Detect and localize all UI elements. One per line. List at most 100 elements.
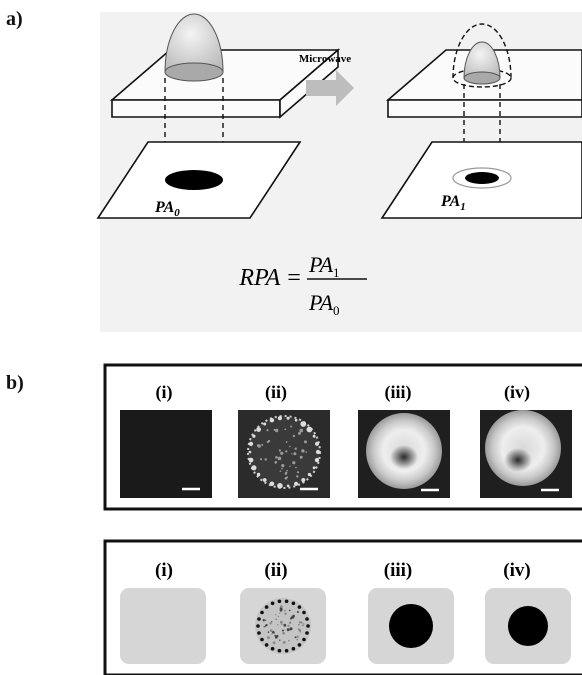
schematic-dot xyxy=(277,615,280,618)
schematic-dot xyxy=(305,617,309,621)
speckle xyxy=(291,453,293,455)
schematic-ii xyxy=(240,588,326,664)
micrograph-ii xyxy=(238,410,330,498)
schematic-dot xyxy=(296,635,299,638)
schematic-dot xyxy=(291,601,296,606)
speckle xyxy=(284,428,287,431)
speckle xyxy=(263,422,267,426)
speckle xyxy=(286,476,289,479)
right-original-outline xyxy=(452,167,512,189)
speckle xyxy=(301,449,305,453)
schematic-dot xyxy=(291,646,296,651)
schematic-dot xyxy=(267,636,270,639)
speckle xyxy=(294,447,297,450)
schematic-dot xyxy=(286,628,290,632)
speckle xyxy=(294,481,299,486)
speckle xyxy=(277,483,283,489)
speckle xyxy=(292,434,296,438)
micrograph-iv xyxy=(480,410,572,498)
speckle xyxy=(280,451,284,455)
speckle xyxy=(312,434,316,438)
schematic-dot xyxy=(298,621,301,624)
schematic-dot xyxy=(301,624,304,627)
speckle xyxy=(299,455,303,459)
speckle xyxy=(277,416,282,421)
speckle xyxy=(301,478,306,482)
speckle xyxy=(264,458,267,461)
bottom-label-iv: (iv) xyxy=(503,560,530,581)
schematic-iv-spot xyxy=(508,606,548,646)
schematic-dot xyxy=(274,634,277,637)
speckle xyxy=(315,449,321,455)
schematic-dot xyxy=(302,610,306,615)
schematic-dot xyxy=(297,605,302,609)
schematic-dot xyxy=(273,632,275,634)
speckle xyxy=(269,418,275,423)
speckle xyxy=(275,456,278,459)
speckle xyxy=(286,484,290,488)
schematic-dot xyxy=(297,628,300,631)
schematic-dot xyxy=(306,624,310,628)
schematic-dot xyxy=(257,617,261,621)
speckle xyxy=(256,472,261,477)
bottom-label-i: (i) xyxy=(155,560,173,581)
schematic-dot xyxy=(281,623,283,626)
pa1-label: PA1 xyxy=(440,193,466,213)
schematic-dot xyxy=(262,619,265,622)
speckle xyxy=(307,472,311,477)
top-label-i: (i) xyxy=(156,382,173,403)
schematic-dot xyxy=(272,641,276,645)
speckle xyxy=(306,426,313,433)
schematic-dot xyxy=(271,633,273,635)
speckle xyxy=(274,461,277,464)
schematic-dot xyxy=(300,621,303,624)
schematic-dot xyxy=(271,621,273,623)
schematic-dot xyxy=(270,601,275,606)
speckle xyxy=(252,434,256,438)
speckle xyxy=(293,452,297,456)
schematic-dot xyxy=(264,625,267,627)
schematic-dot xyxy=(297,643,302,647)
speckle xyxy=(296,471,300,474)
speckle xyxy=(256,427,261,432)
speckle xyxy=(304,440,307,444)
schematic-dot xyxy=(283,623,287,627)
schematic-dot xyxy=(267,631,270,633)
formula-denominator: PA0 xyxy=(308,290,340,318)
schematic-dot xyxy=(263,626,265,628)
schematic-dot xyxy=(284,612,287,615)
speckle xyxy=(294,418,298,422)
speckle xyxy=(290,425,293,428)
speckle xyxy=(278,449,281,452)
schematic-dot xyxy=(280,605,283,608)
schematic-dot xyxy=(298,623,300,626)
schematic-dot xyxy=(279,639,281,641)
speckle xyxy=(305,451,307,453)
schematic-dot xyxy=(284,648,289,653)
schematic-dot xyxy=(277,599,282,604)
schematic-dot xyxy=(288,639,290,642)
speckle xyxy=(259,458,263,461)
schematic-dot xyxy=(296,611,299,613)
microwave-arrow xyxy=(306,70,354,106)
speckle xyxy=(296,475,299,478)
schematic-dot xyxy=(264,605,269,609)
microwave-label: Microwave xyxy=(299,53,351,65)
schematic-iv xyxy=(485,588,571,664)
speckle xyxy=(275,428,279,433)
speckle xyxy=(286,416,290,420)
schematic-dot xyxy=(288,621,292,624)
speckle xyxy=(277,456,282,461)
speckle xyxy=(286,469,288,472)
formula-lhs: RPA = xyxy=(238,265,302,291)
schematic-dot xyxy=(275,618,278,621)
speckle xyxy=(266,429,269,432)
schematic-dot xyxy=(257,631,261,635)
schematic-i xyxy=(120,588,206,664)
right-droplet xyxy=(452,23,512,88)
schematic-dot xyxy=(294,636,297,639)
speckle xyxy=(279,470,282,473)
schematic-dot xyxy=(279,612,281,614)
top-label-ii: (ii) xyxy=(265,382,287,403)
